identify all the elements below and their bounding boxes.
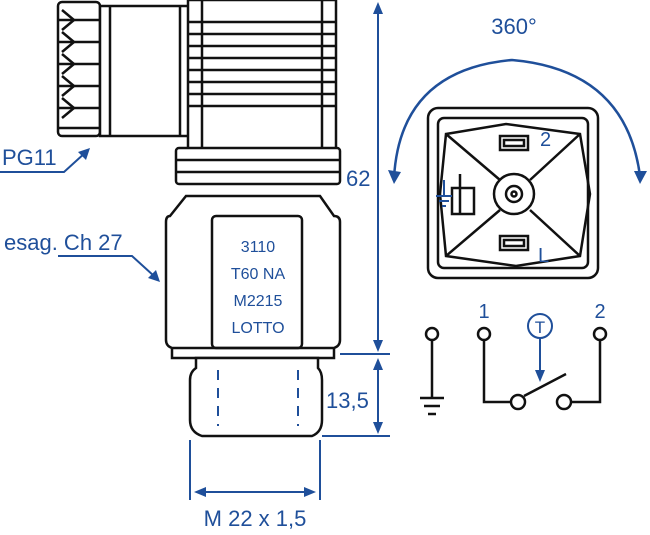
rotation-label: 360° bbox=[491, 14, 537, 39]
callout-hex: esag. Ch 27 bbox=[4, 230, 160, 282]
thread-length-label: 13,5 bbox=[326, 388, 369, 413]
callout-pg11: PG11 bbox=[0, 145, 90, 173]
marking-line-1: 3110 bbox=[241, 239, 276, 256]
rotation-arc: 360° bbox=[388, 14, 647, 184]
wiring-schematic: T 1 2 bbox=[420, 301, 608, 416]
pin-l-label: L bbox=[538, 245, 549, 267]
marking-line-2: T60 NA bbox=[231, 266, 286, 283]
dimension-62: 62 bbox=[340, 2, 390, 355]
thread-size-label: M 22 x 1,5 bbox=[204, 506, 307, 531]
marking-line-3: M2215 bbox=[234, 293, 283, 310]
connector-face: 2 L bbox=[426, 106, 600, 280]
terminal-2-label: 2 bbox=[594, 301, 605, 323]
height-62-label: 62 bbox=[346, 166, 370, 191]
sensor-body bbox=[164, 146, 342, 438]
body-marking: 3110 T60 NA M2215 LOTTO bbox=[231, 239, 286, 337]
pg11-label: PG11 bbox=[2, 145, 57, 170]
connector-head bbox=[56, 0, 338, 152]
marking-line-4: LOTTO bbox=[231, 320, 284, 337]
dimension-thread: M 22 x 1,5 bbox=[189, 440, 321, 531]
hex-label: esag. Ch 27 bbox=[4, 230, 123, 255]
thermostat-symbol: T bbox=[535, 318, 545, 337]
dimension-13-5: 13,5 bbox=[322, 358, 390, 437]
terminal-1-label: 1 bbox=[478, 301, 489, 323]
pin-2-label: 2 bbox=[540, 129, 551, 151]
